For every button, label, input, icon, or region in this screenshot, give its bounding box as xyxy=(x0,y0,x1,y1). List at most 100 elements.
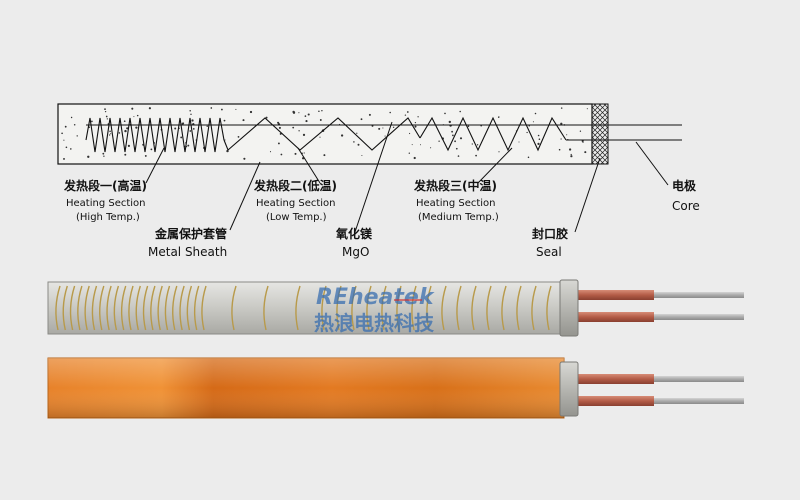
lead-copper-bottom-hot xyxy=(578,396,654,406)
lead-copper-top-hot xyxy=(578,374,654,384)
mgo-speck xyxy=(518,141,520,143)
mgo-speck xyxy=(148,107,151,110)
coil-turn xyxy=(263,285,269,331)
mgo-speck xyxy=(242,119,245,122)
mgo-speck xyxy=(124,153,127,156)
mgo-speck xyxy=(408,152,410,154)
mgo-speck xyxy=(319,119,322,121)
mgo-speck xyxy=(104,108,106,110)
mgo-speck xyxy=(70,116,73,119)
mgo-speck xyxy=(430,147,432,149)
mgo-speck xyxy=(528,125,530,127)
mgo-speck xyxy=(360,118,363,121)
coil-turn xyxy=(113,285,120,331)
mgo-speck xyxy=(409,132,411,135)
mgo-speck xyxy=(126,127,129,130)
metal-sheath-outline xyxy=(57,103,593,165)
mgo-speck xyxy=(91,120,93,123)
mgo-speck xyxy=(526,131,528,134)
mgo-speck xyxy=(303,152,305,154)
cold-coils xyxy=(55,285,552,331)
mgo-speck xyxy=(298,130,300,132)
coil-turn xyxy=(91,285,98,331)
mgo-speck xyxy=(307,113,310,116)
mgo-speck xyxy=(220,108,223,111)
label-group-core: 电极 Core xyxy=(672,178,700,213)
mgo-speck xyxy=(497,116,500,119)
mgo-speck xyxy=(382,127,384,129)
coil-turn xyxy=(411,285,417,331)
mgo-speck xyxy=(368,113,371,116)
mgo-speck xyxy=(584,151,587,154)
mgo-speck xyxy=(560,122,563,125)
mgo-speck xyxy=(178,127,180,129)
leader-section3 xyxy=(477,147,513,184)
mgo-speck xyxy=(319,136,321,138)
mgo-speck xyxy=(323,154,326,157)
lead-grey-bottom-hot xyxy=(640,398,744,404)
label-section1-en1: Heating Section xyxy=(66,198,146,209)
mgo-speck xyxy=(150,148,153,151)
mgo-speck xyxy=(174,127,177,130)
mgo-speck xyxy=(61,132,63,135)
mgo-speck xyxy=(189,130,192,132)
hot-tube-shade xyxy=(48,358,564,418)
mgo-speck xyxy=(191,119,194,122)
mgo-speck xyxy=(136,114,139,117)
cold-tube-body xyxy=(47,281,565,335)
heater-photo-hot xyxy=(47,357,744,419)
lead-grey-bottom xyxy=(640,314,744,320)
coil-turn xyxy=(501,285,507,331)
hot-end-cap xyxy=(559,361,579,417)
label-seal-cn: 封口胶 xyxy=(532,226,568,241)
mgo-speck xyxy=(280,153,283,156)
label-core-cn: 电极 xyxy=(672,178,697,193)
mgo-speck xyxy=(340,134,344,137)
mgo-speck xyxy=(457,155,460,157)
mgo-speck xyxy=(102,152,105,155)
mgo-speck xyxy=(180,136,183,139)
mgo-speck xyxy=(570,153,572,156)
label-group-section3: 发热段三(中温) Heating Section (Medium Temp.) xyxy=(413,178,499,223)
mgo-speck xyxy=(109,130,111,133)
mgo-speck xyxy=(110,133,112,135)
mgo-speck xyxy=(298,112,300,114)
mgo-speck xyxy=(131,107,134,110)
label-seal-en: Seal xyxy=(536,245,562,259)
mgo-speck xyxy=(278,126,281,129)
mgo-speck xyxy=(566,134,568,136)
mgo-speck xyxy=(269,151,272,153)
mgo-speck xyxy=(419,144,422,146)
mgo-speck xyxy=(249,110,253,114)
coil-turn xyxy=(336,285,342,331)
mgo-speck xyxy=(568,148,572,151)
label-section2-cn: 发热段二(低温) xyxy=(253,178,337,193)
lead-copper-top xyxy=(578,290,654,300)
mgo-speck xyxy=(305,120,308,123)
mgo-speck xyxy=(223,119,226,122)
mgo-speck xyxy=(321,110,323,112)
coil-turn xyxy=(106,285,112,331)
label-group-section2: 发热段二(低温) Heating Section (Low Temp.) xyxy=(253,178,337,223)
mgo-speck xyxy=(237,136,240,138)
label-section3-cn: 发热段三(中温) xyxy=(413,178,497,193)
mgo-speck xyxy=(455,147,458,150)
label-section2-en2: (Low Temp.) xyxy=(266,212,327,223)
mgo-speck xyxy=(361,154,363,157)
schematic xyxy=(57,103,682,233)
mgo-speck xyxy=(357,143,360,146)
label-group-mgo: 氧化镁 MgO xyxy=(335,226,373,259)
coil-turn xyxy=(62,285,68,331)
coil-turn xyxy=(84,285,90,331)
mgo-speck xyxy=(304,115,307,117)
mgo-speck xyxy=(135,126,138,129)
label-core-en: Core xyxy=(672,199,700,213)
mgo-speck xyxy=(475,154,477,157)
coil-turn xyxy=(55,285,61,331)
mgo-speck xyxy=(103,155,105,157)
mgo-speck xyxy=(454,140,456,143)
mgo-speck xyxy=(192,128,195,130)
coil-turn xyxy=(441,285,447,331)
mgo-speck xyxy=(206,125,208,128)
